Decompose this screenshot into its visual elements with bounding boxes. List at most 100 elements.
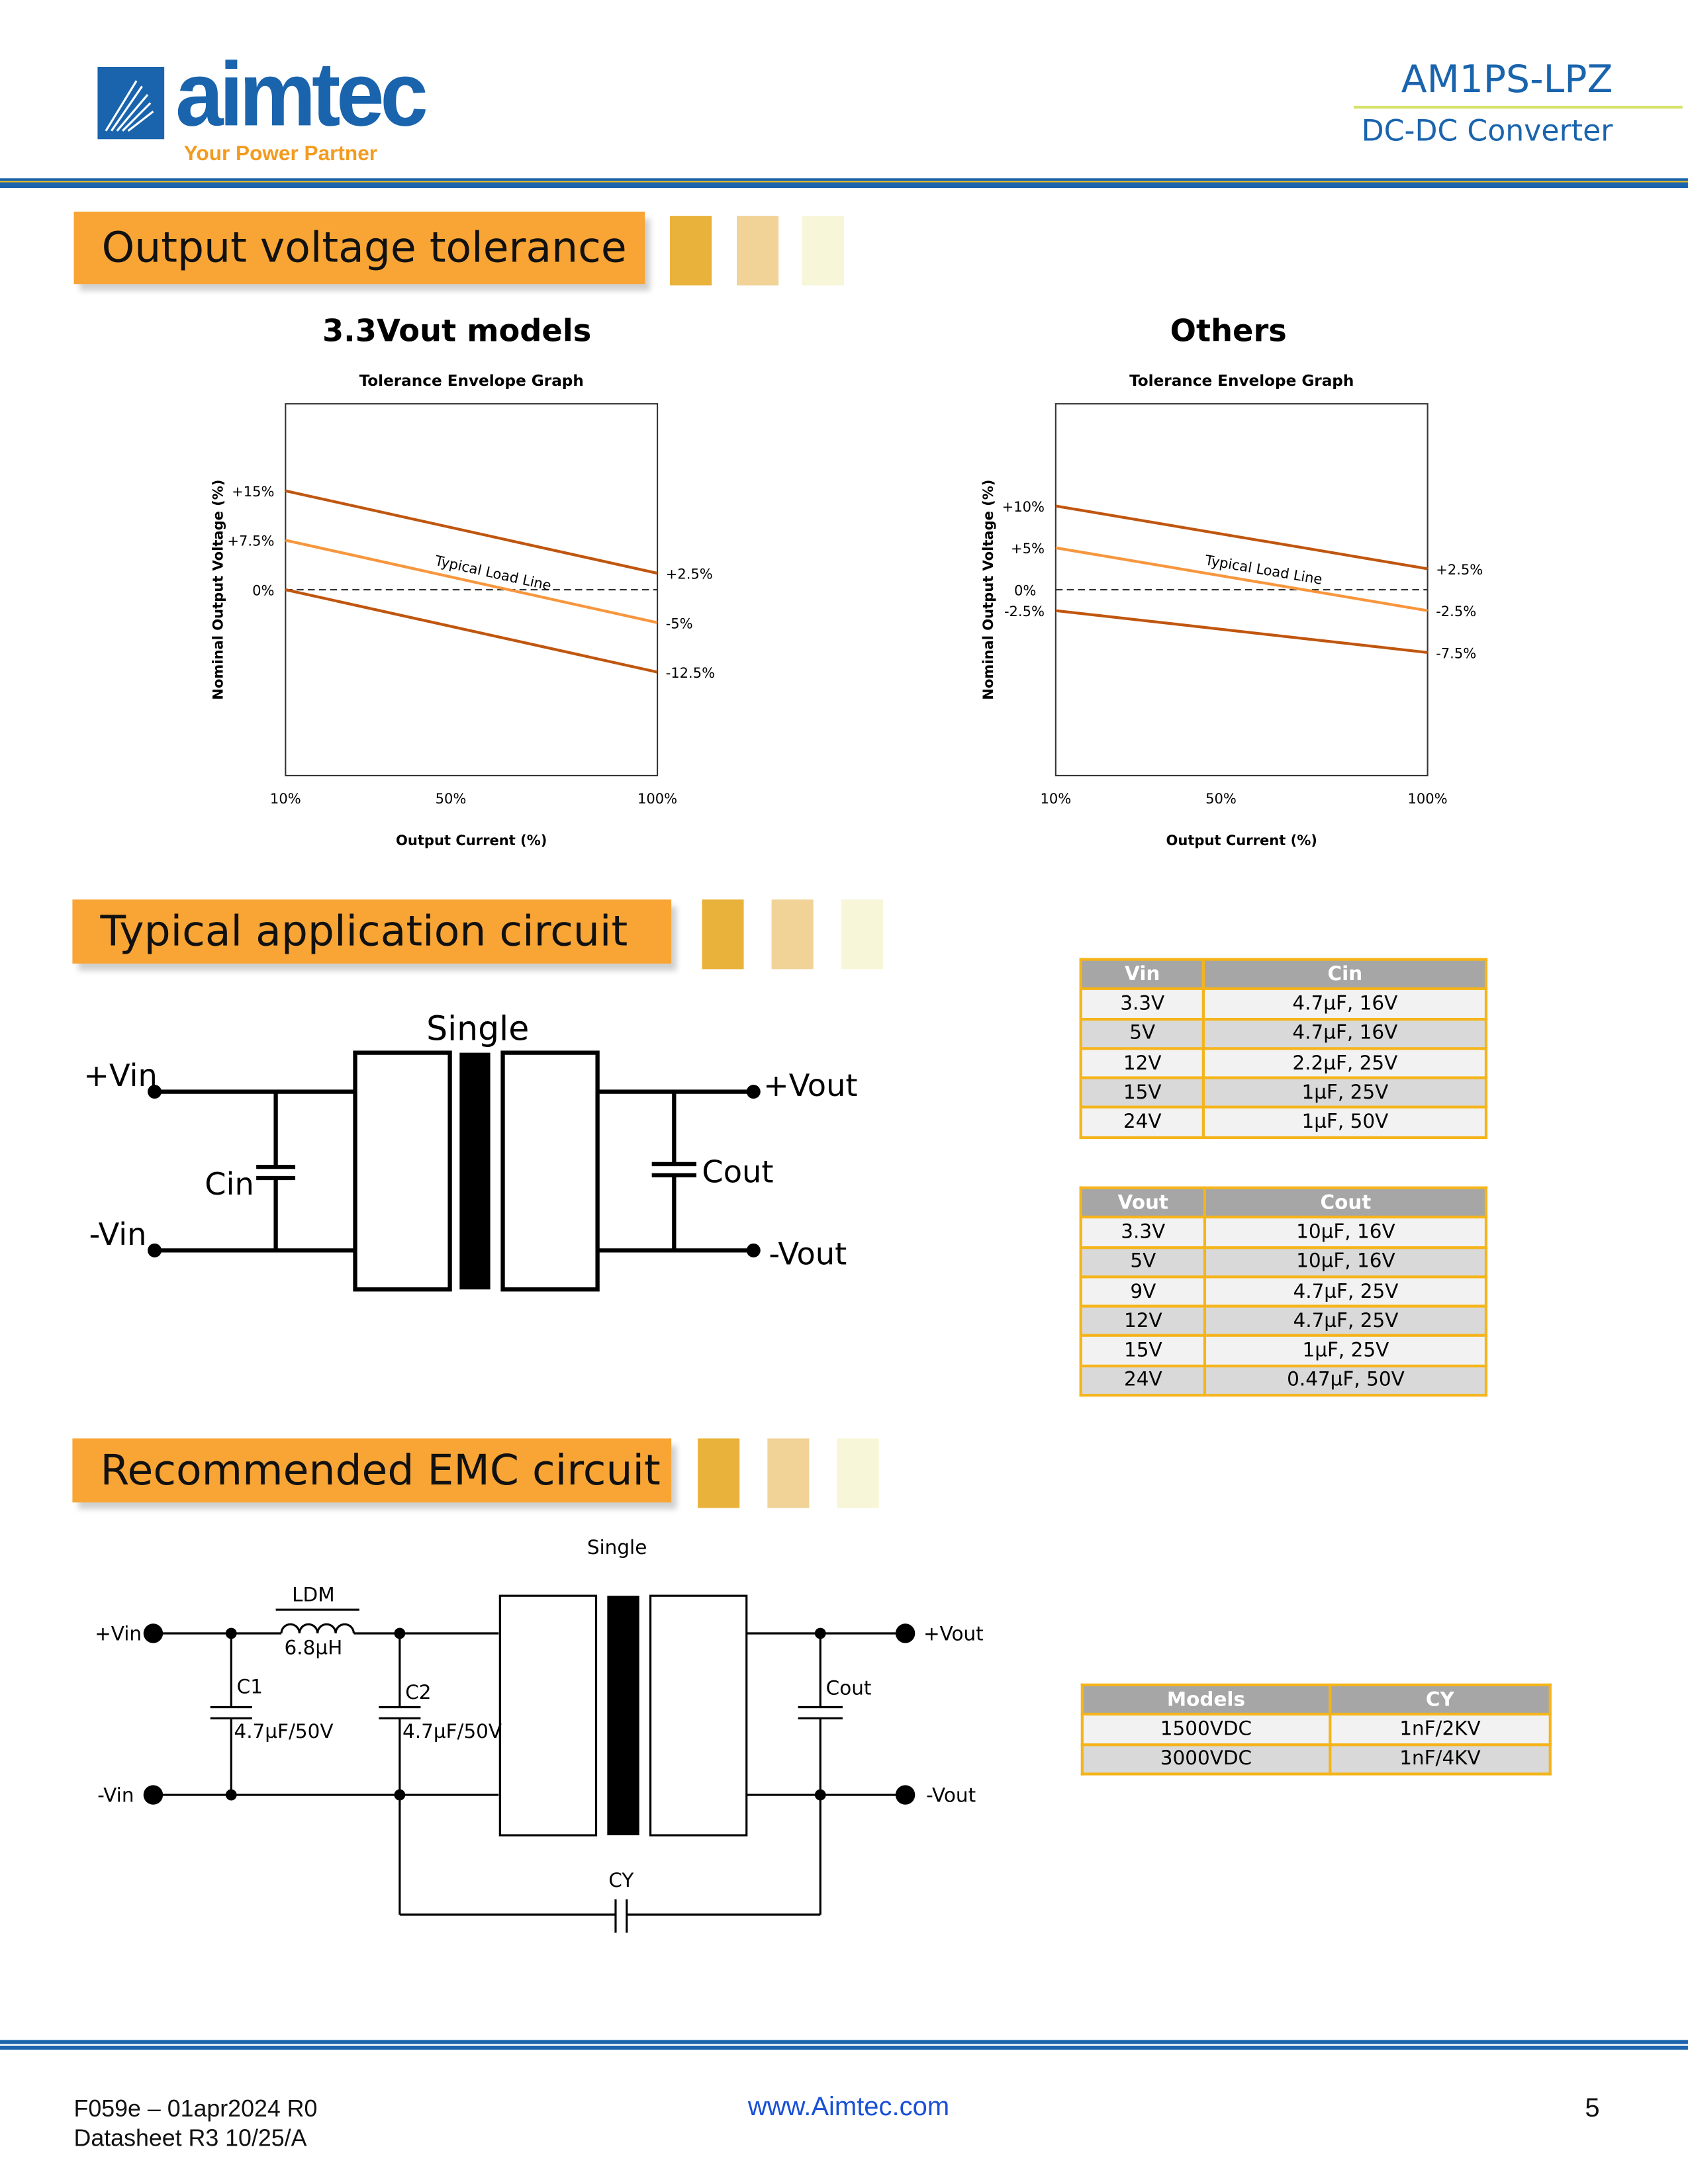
- table-cell: 4.7µF, 25V: [1203, 1275, 1488, 1308]
- decor-block: [841, 899, 883, 970]
- x-tick-label: 100%: [1408, 790, 1448, 807]
- table-cell: 1500VDC: [1080, 1713, 1332, 1746]
- end-label: -2.5%: [1436, 603, 1476, 619]
- x-axis-label: Output Current (%): [1166, 832, 1317, 848]
- table-cell: 3000VDC: [1080, 1743, 1332, 1776]
- x-axis-label: Output Current (%): [396, 832, 547, 848]
- table-cell: 15V: [1079, 1334, 1207, 1367]
- x-tick-label: 50%: [436, 790, 467, 807]
- decor-block: [737, 216, 779, 286]
- label-vout-neg: -Vout: [926, 1784, 976, 1807]
- decor-block: [670, 216, 712, 286]
- series-line-1: [1055, 546, 1428, 612]
- end-label: +2.5%: [1436, 561, 1483, 578]
- emc-title: Single: [587, 1536, 647, 1559]
- series-line-2: [1055, 609, 1428, 655]
- table-cell: 15V: [1079, 1076, 1205, 1109]
- table-cell: 10µF, 16V: [1203, 1216, 1488, 1249]
- table-cell: 5V: [1079, 1017, 1205, 1050]
- footer-datasheet: Datasheet R3 10/25/A: [73, 2124, 307, 2152]
- table-cell: 5V: [1079, 1246, 1207, 1279]
- logo-wordmark: aimtec: [175, 44, 428, 146]
- x-tick-label: 100%: [637, 790, 677, 807]
- label-vin-pos: +Vin: [95, 1623, 142, 1645]
- table-cell: 24V: [1079, 1106, 1205, 1139]
- label-cout: Cout: [826, 1677, 872, 1700]
- table-cell: 9V: [1079, 1275, 1207, 1308]
- application-circuit-diagram: Single +Vin -Vin Cin Cout +Vout -Vout: [83, 1009, 858, 1292]
- col-header: Cin: [1202, 958, 1488, 991]
- website-link[interactable]: www.Aimtec.com: [747, 2093, 950, 2122]
- col-header: Models: [1080, 1683, 1332, 1716]
- label-vin-pos: +Vin: [83, 1058, 158, 1093]
- label-vin-neg: -Vin: [97, 1784, 134, 1807]
- label-ldm: LDM: [292, 1584, 334, 1606]
- table-cell: 3.3V: [1079, 1216, 1207, 1249]
- label-vout-pos: +Vout: [763, 1068, 858, 1103]
- table-cell: 4.7µF, 16V: [1202, 1017, 1488, 1050]
- label-c1-value: 4.7µF/50V: [234, 1720, 333, 1743]
- decor-block: [698, 1438, 740, 1508]
- header-divider: [1354, 105, 1683, 109]
- footer-form: F059e – 01apr2024 R0: [73, 2095, 318, 2122]
- footer-rule: [0, 2040, 1688, 2050]
- table-cell: 2.2µF, 25V: [1202, 1046, 1488, 1080]
- label-c1: C1: [237, 1675, 263, 1698]
- col-header: Vout: [1079, 1186, 1207, 1219]
- label-c2-value: 4.7µF/50V: [402, 1720, 502, 1743]
- end-label: -12.5%: [666, 664, 715, 681]
- chart-title: Tolerance Envelope Graph: [359, 373, 584, 390]
- col-header: Vin: [1079, 958, 1205, 991]
- table-cell: 1µF, 25V: [1203, 1334, 1488, 1367]
- start-label: 0%: [252, 582, 274, 598]
- table-cell: 4.7µF, 16V: [1202, 987, 1488, 1021]
- start-label: -2.5%: [1004, 603, 1045, 619]
- label-c2: C2: [405, 1681, 431, 1704]
- end-label: -5%: [666, 615, 693, 631]
- end-label: -7.5%: [1436, 645, 1476, 661]
- section-heading-application: Typical application circuit: [72, 899, 672, 964]
- logo-mark-icon: [97, 66, 165, 140]
- table-cell: 12V: [1079, 1046, 1205, 1080]
- decor-block: [802, 216, 845, 286]
- table-cell: 1µF, 50V: [1202, 1106, 1488, 1139]
- table-cell: 1nF/4KV: [1329, 1743, 1552, 1776]
- tolerance-chart-3v3: Tolerance Envelope Graph+15%+2.5%+7.5%-5…: [210, 373, 715, 848]
- series-line-2: [285, 588, 658, 674]
- section-heading-tolerance: Output voltage tolerance: [73, 211, 645, 285]
- chart-heading-3v3: 3.3Vout models: [322, 314, 592, 350]
- table-cell: 3.3V: [1079, 987, 1205, 1021]
- y-axis-label: Nominal Output Voltage (%): [210, 479, 226, 700]
- table-cell: 0.47µF, 50V: [1203, 1364, 1488, 1397]
- label-cy: CY: [608, 1869, 634, 1891]
- table-cell: 4.7µF, 25V: [1203, 1304, 1488, 1338]
- decor-block: [767, 1438, 810, 1508]
- decor-block: [837, 1438, 879, 1508]
- x-tick-label: 10%: [270, 790, 301, 807]
- table-cell: 1µF, 25V: [1202, 1076, 1488, 1109]
- col-header: CY: [1329, 1683, 1552, 1716]
- series-line-0: [285, 489, 658, 575]
- header-rule: [0, 178, 1688, 189]
- series-line-1: [285, 539, 658, 624]
- emc-circuit-diagram: Single +Vin -Vin LDM 6.8µH C1 4.7µF/50V …: [95, 1536, 984, 1933]
- label-vout-pos: +Vout: [923, 1623, 984, 1645]
- logo-tagline: Your Power Partner: [183, 142, 378, 166]
- label-vin-neg: -Vin: [89, 1216, 147, 1252]
- y-axis-label: Nominal Output Voltage (%): [980, 479, 996, 700]
- start-label: +7.5%: [227, 533, 274, 549]
